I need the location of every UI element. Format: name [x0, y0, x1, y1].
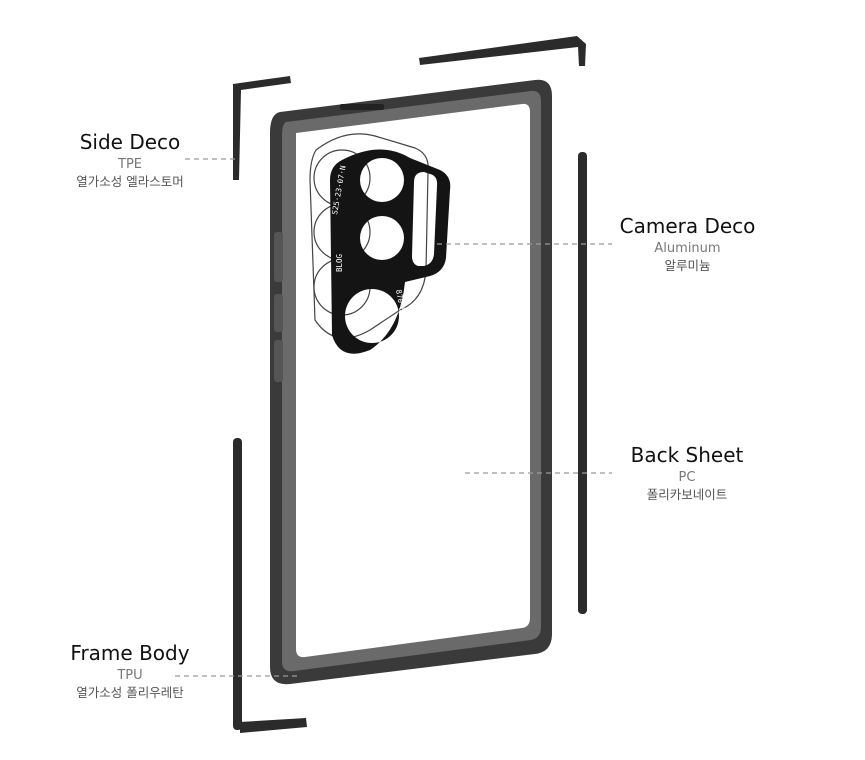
frame-body-title: Frame Body	[70, 641, 190, 665]
side-button-1	[274, 232, 283, 282]
camera-deco-ring	[330, 149, 451, 354]
side-deco-title: Side Deco	[79, 130, 181, 154]
ring-engraving-2: BLOG	[335, 253, 344, 272]
back-sheet-title: Back Sheet	[630, 443, 744, 467]
side-deco-left-bottom	[233, 438, 242, 730]
label-back-sheet: Back Sheet PC 폴리카보네이트	[612, 443, 762, 503]
side-deco-top-right	[419, 36, 586, 66]
label-frame-body: Frame Body TPU 열가소성 폴리우레탄	[55, 641, 205, 701]
back-sheet-material: PC	[678, 470, 696, 485]
label-camera-deco: Camera Deco Aluminum 알루미늄	[610, 214, 765, 274]
side-button-2	[274, 294, 283, 332]
side-deco-material: TPE	[118, 157, 142, 172]
back-sheet-material-ko: 폴리카보네이트	[646, 487, 728, 503]
leader-lines	[175, 158, 612, 677]
side-deco-pieces	[233, 36, 587, 733]
side-deco-material-ko: 열가소성 엘라스토머	[76, 174, 184, 190]
side-deco-bottom	[240, 718, 307, 733]
camera-deco-material-ko: 알루미늄	[664, 258, 711, 274]
frame-body-material: TPU	[117, 668, 143, 683]
camera-deco-material: Aluminum	[654, 241, 721, 256]
top-slot	[340, 104, 384, 110]
camera-deco-title: Camera Deco	[619, 214, 756, 238]
camera-bump	[309, 133, 429, 339]
side-deco-right	[578, 152, 587, 614]
side-button-3	[274, 340, 283, 382]
frame-body-material-ko: 열가소성 폴리우레탄	[76, 685, 184, 701]
side-deco-top-left	[233, 76, 291, 180]
label-side-deco: Side Deco TPE 열가소성 엘라스토머	[60, 130, 200, 190]
